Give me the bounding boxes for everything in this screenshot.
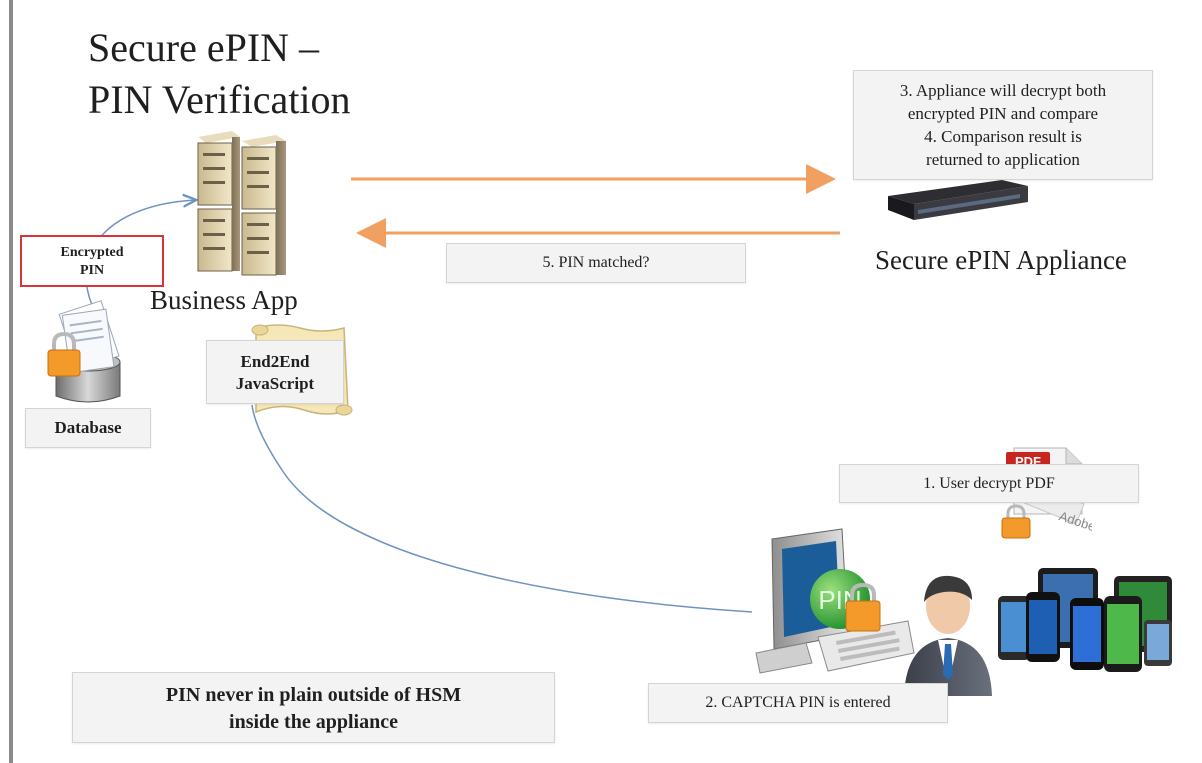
step-5-box: 5. PIN matched? [446,243,746,283]
page-title: Secure ePIN – PIN Verification [88,22,351,126]
encrypted-pin-line-1: Encrypted [60,245,124,260]
lock-icon [47,331,81,377]
adobe-label: Adobe [1057,508,1092,534]
encrypted-pin-line-2: PIN [79,263,105,278]
lock-icon [845,582,881,632]
javascript-box: End2End JavaScript [206,340,344,404]
database-label: Database [54,418,122,437]
javascript-line-2: JavaScript [235,374,315,393]
step-4-line-1: 4. Comparison result is [924,127,1082,146]
security-note-box: PIN never in plain outside of HSM inside… [72,672,555,743]
database-label-box: Database [25,408,151,448]
step-4-line-2: returned to application [926,150,1080,169]
security-note-line-2: inside the appliance [229,711,398,733]
business-app-label: Business App [150,285,298,315]
user-icon [904,575,992,696]
lock-icon [1001,504,1031,539]
database-icon [47,300,121,403]
title-line-2: PIN Verification [88,77,351,122]
encrypted-pin-box: Encrypted PIN [20,235,164,287]
step-2-box: 2. CAPTCHA PIN is entered [648,683,948,723]
appliance-label: Secure ePIN Appliance [875,245,1127,275]
step-5-label: 5. PIN matched? [542,254,650,271]
mobile-devices-icon [998,568,1172,672]
appliance-icon [888,180,1028,220]
title-line-1: Secure ePIN – [88,25,320,70]
server-icon [197,131,286,276]
step-1-box: 1. User decrypt PDF [839,464,1139,503]
step-3-line-1: 3. Appliance will decrypt both [899,81,1107,100]
step-1-label: 1. User decrypt PDF [923,475,1055,492]
step-2-label: 2. CAPTCHA PIN is entered [705,694,891,711]
computer-icon: PIN [755,528,915,674]
left-border-rule [9,0,13,763]
step-3-line-2: encrypted PIN and compare [907,104,1099,123]
step-3-4-box: 3. Appliance will decrypt both encrypted… [853,70,1153,180]
security-note-line-1: PIN never in plain outside of HSM [165,684,462,706]
client-to-app-curve [251,404,753,613]
javascript-line-1: End2End [240,352,310,371]
